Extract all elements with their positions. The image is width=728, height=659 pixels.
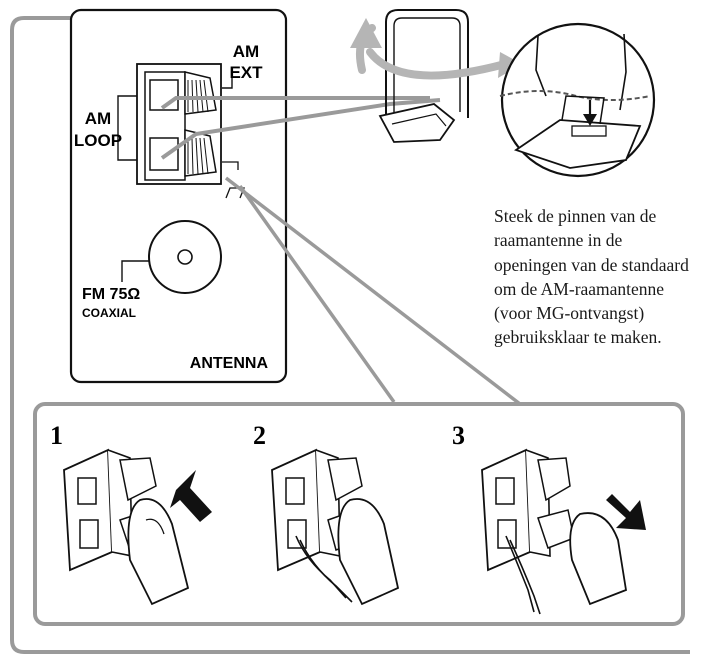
am-loop-antenna [378,9,469,143]
caption-line: openingen van de standaard [494,254,689,275]
am-loop-terminal-hole [149,137,179,171]
antenna-label: ANTENNA [190,355,269,372]
caption-line: (voor MG-ontvangst) [494,303,645,324]
am-loop-bracket [117,95,137,161]
rotation-arrow-head-left [350,18,382,48]
pointer-to-steps-2 [238,184,396,404]
am-loop-label-line1: AM [85,109,111,128]
pointer-to-steps [224,176,522,406]
fm-label: FM 75Ω [82,286,140,303]
wire-to-am-ext [160,96,430,110]
am-ext-label-line1: AM [233,42,259,61]
instruction-caption: Steek de pinnen van de raamantenne in de… [494,204,726,350]
step-3-number: 3 [452,421,465,450]
am-ext-label-line2: EXT [229,63,263,82]
coaxial-label: COAXIAL [82,306,136,320]
fm-leader [121,260,149,282]
fm-coaxial-pin [177,249,193,265]
rotation-arrow [356,24,509,80]
caption-line: raamantenne in de [494,230,623,251]
step-1-illustration [63,448,212,606]
am-terminal-block [136,63,222,185]
am-loop-label-line2: LOOP [74,131,122,150]
step-1-number: 1 [50,421,63,450]
antenna-stand-detail [499,22,656,178]
caption-line: gebruiksklaar te maken. [494,327,662,348]
step-3-illustration [481,448,646,615]
caption-line: Steek de pinnen van de [494,206,657,226]
wire-to-am-loop [160,98,441,160]
step-2-number: 2 [253,421,266,450]
antenna-panel [69,8,288,384]
caption-line: om de AM-raamantenne [494,278,665,299]
step-2-illustration [271,448,400,606]
am-ext-leader [222,78,233,89]
